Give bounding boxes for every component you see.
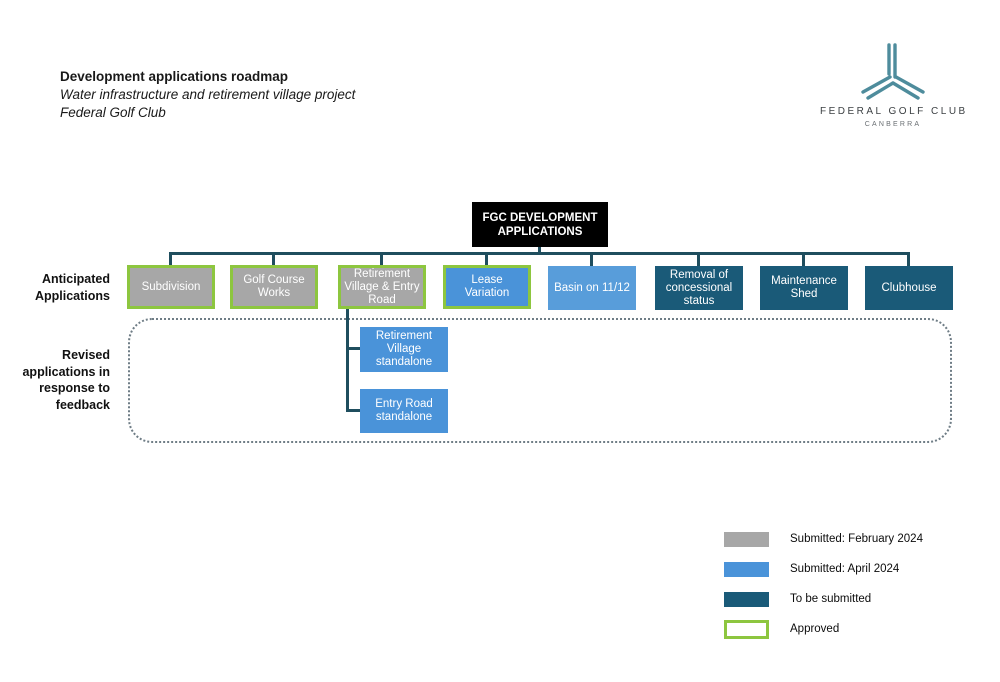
connector-drop-2 [272,252,275,266]
legend-row-submitted-february: Submitted: February 2024 [724,524,923,554]
node-retirement-village-entry-road: Retirement Village & Entry Road [338,265,426,309]
federal-golf-club-logo: FEDERAL GOLF CLUB CANBERRA [820,42,966,128]
node-maintenance-shed: Maintenance Shed [760,266,848,310]
legend-label-to-be-submitted: To be submitted [790,593,872,605]
connector-standalone-stem [346,309,349,412]
connector-drop-7 [802,252,805,266]
connector-horizontal-bar [170,252,910,255]
title-block: Development applications roadmap Water i… [60,68,355,122]
connector-drop-6 [697,252,700,266]
connector-elbow-entry-road [346,409,360,412]
row-label-revised-applications: Revised applications in response to feed… [22,348,110,412]
legend-label-approved: Approved [790,623,840,635]
node-removal-of-concessional-status: Removal of concessional status [655,266,743,310]
node-subdivision: Subdivision [127,265,215,309]
legend-swatch-approved [724,619,769,639]
legend-label-submitted-february: Submitted: February 2024 [790,533,923,545]
connector-drop-1 [169,252,172,266]
organisation-name: Federal Golf Club [60,105,166,120]
node-golf-course-works: Golf Course Works [230,265,318,309]
row-label-anticipated-applications: Anticipated Applications [34,272,110,303]
legend-swatch-submitted-april [724,561,769,577]
legend-swatch-submitted-february [724,531,769,547]
page-title: Development applications roadmap [60,69,289,84]
legend-label-submitted-april: Submitted: April 2024 [790,563,900,575]
golf-club-logo-icon [861,43,925,100]
connector-drop-4 [485,252,488,266]
node-retirement-village-standalone: Retirement Village standalone [360,327,448,372]
page-subtitle: Water infrastructure and retirement vill… [60,87,356,102]
connector-drop-3 [380,252,383,266]
legend: Submitted: February 2024 Submitted: Apri… [724,524,923,644]
node-fgc-development-applications: FGC DEVELOPMENT APPLICATIONS [472,202,608,247]
revised-applications-zone [128,318,952,443]
legend-row-approved: Approved [724,614,923,644]
node-clubhouse: Clubhouse [865,266,953,310]
legend-row-submitted-april: Submitted: April 2024 [724,554,923,584]
connector-drop-5 [590,252,593,266]
connector-drop-8 [907,252,910,266]
legend-row-to-be-submitted: To be submitted [724,584,923,614]
connector-root-stem [538,247,541,253]
logo-city: CANBERRA [864,121,922,128]
node-basin-on-11-12: Basin on 11/12 [548,266,636,310]
logo-club-name: FEDERAL GOLF CLUB [820,106,968,117]
connector-elbow-retirement-village [346,347,360,350]
node-entry-road-standalone: Entry Road standalone [360,389,448,433]
legend-swatch-to-be-submitted [724,591,769,607]
node-lease-variation: Lease Variation [443,265,531,309]
